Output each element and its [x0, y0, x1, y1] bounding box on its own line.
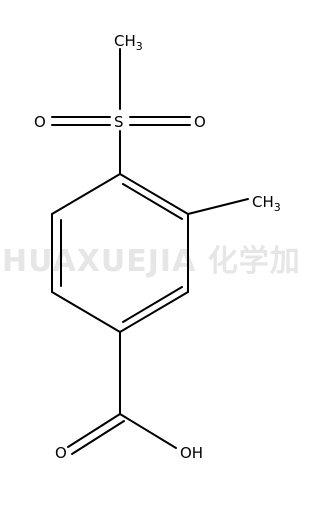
ch3-top-sub: 3: [136, 40, 143, 53]
bond-ring-bottom-left: [51, 291, 121, 333]
watermark-text: HUAXUEJIA 化学加: [2, 244, 298, 279]
ch3-right-sub: 3: [274, 201, 281, 214]
bond-carboxyl-o-1: [67, 413, 121, 448]
bond-ring-top-left: [51, 173, 121, 215]
bond-carboxyl-oh: [119, 413, 177, 449]
ch3-top-main: CH: [114, 32, 136, 50]
bond-carboxyl-o-2: [71, 420, 125, 455]
oxygen-left-label: O: [34, 113, 46, 131]
oxygen-right-label: O: [194, 113, 206, 131]
bond-ring-bottom-right: [119, 291, 189, 333]
hydroxyl-label: OH: [180, 444, 203, 462]
ch3-top-label: CH3: [114, 32, 143, 53]
chemical-structure-diagram: HUAXUEJIA 化学加 CH3 S O O CH3 O: [2, 32, 298, 462]
bond-ring-top-right: [119, 173, 189, 215]
bond-ring-ch3: [187, 198, 249, 215]
carbonyl-oxygen-label: O: [55, 444, 67, 462]
ch3-right-label: CH3: [252, 193, 281, 214]
bond-lines: [51, 48, 249, 455]
ch3-right-main: CH: [252, 193, 274, 211]
bond-ring-top-right-inner: [122, 183, 183, 220]
atom-labels: CH3 S O O CH3 O OH: [34, 32, 281, 462]
sulfur-label: S: [114, 113, 124, 131]
bond-ring-bottom-right-inner: [122, 286, 183, 323]
